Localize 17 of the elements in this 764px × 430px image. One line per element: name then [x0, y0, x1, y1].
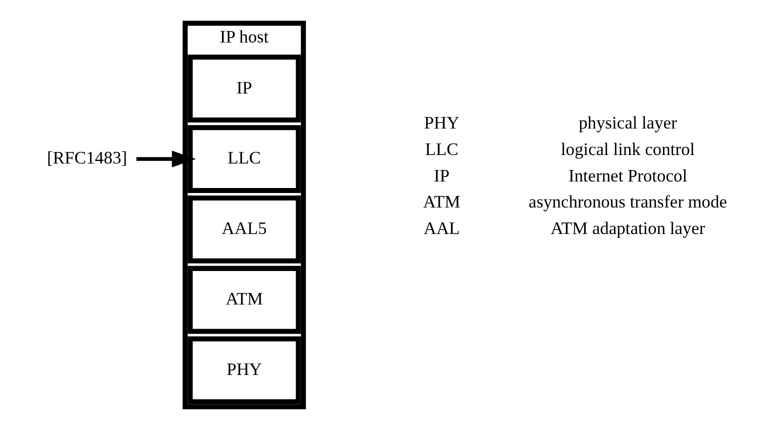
label: ATM — [423, 192, 460, 212]
label: PHY — [424, 112, 460, 132]
label: Internet Protocol — [568, 165, 688, 186]
node-box: AAL5 — [188, 196, 301, 264]
label: AAL — [424, 218, 460, 238]
node-box: ATM — [188, 266, 301, 334]
label: ATM adaptation layer — [550, 218, 706, 238]
label: asynchronous transfer mode — [528, 192, 728, 212]
node-box: IP — [188, 54, 301, 123]
label: LLC — [425, 138, 458, 159]
node-box: LLC — [188, 125, 301, 193]
arrow — [136, 150, 196, 168]
label: logical link control — [560, 138, 695, 159]
node-text: [RFC1483] — [46, 148, 128, 168]
node-box: PHY — [188, 336, 301, 404]
label: physical layer — [578, 112, 677, 132]
label: IP — [434, 165, 450, 186]
